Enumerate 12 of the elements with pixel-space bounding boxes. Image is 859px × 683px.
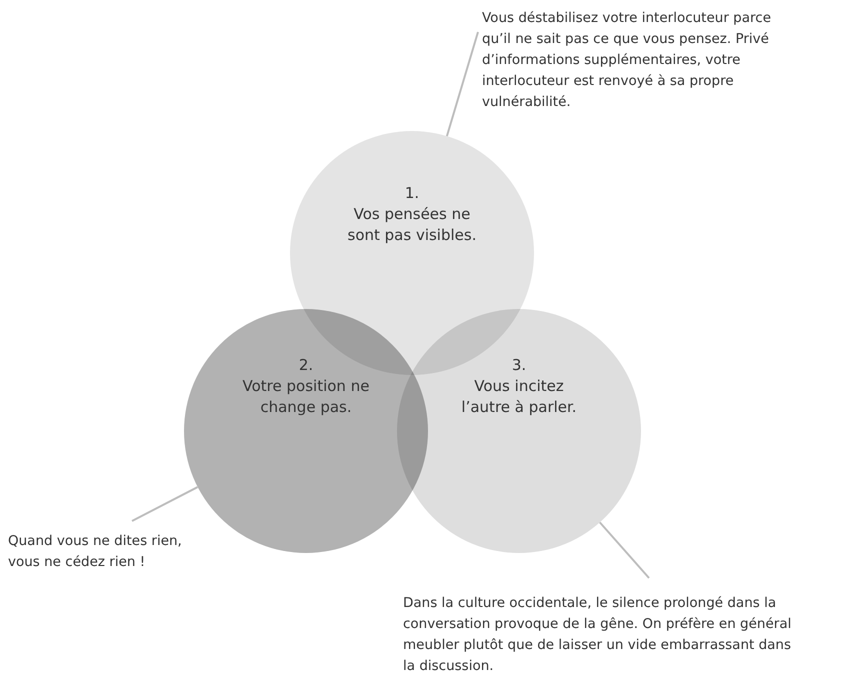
leader-line — [132, 486, 198, 522]
circle-label: Votre position ne change pas. — [242, 376, 370, 418]
callout-text: Dans la culture occidentale, le silence prolongé dans la conversation provoque de la gêne. On préfère en général meubler plutôt que de laisser un vide embarrassant dans la discussion. — [403, 594, 792, 676]
callout-text: Quand vous ne dites rien, vous ne cédez rien ! — [8, 532, 183, 572]
callout-text: Vous déstabilisez votre interlocuteur parce qu’il ne sait pas ce que vous pensez. Privé d’informations supplémentaires, votre interlocuteur est renvoyé à sa propre vulnérabilité. — [482, 9, 772, 112]
circle-label: Vos pensées ne sont pas visibles. — [347, 204, 477, 246]
circle-number: 1. — [404, 183, 420, 204]
circle-label: Vous incitez l’autre à parler. — [460, 376, 578, 418]
leader-line — [446, 32, 479, 136]
circle-number: 3. — [512, 355, 526, 376]
circle-number: 2. — [298, 355, 314, 376]
leader-line — [599, 522, 650, 579]
